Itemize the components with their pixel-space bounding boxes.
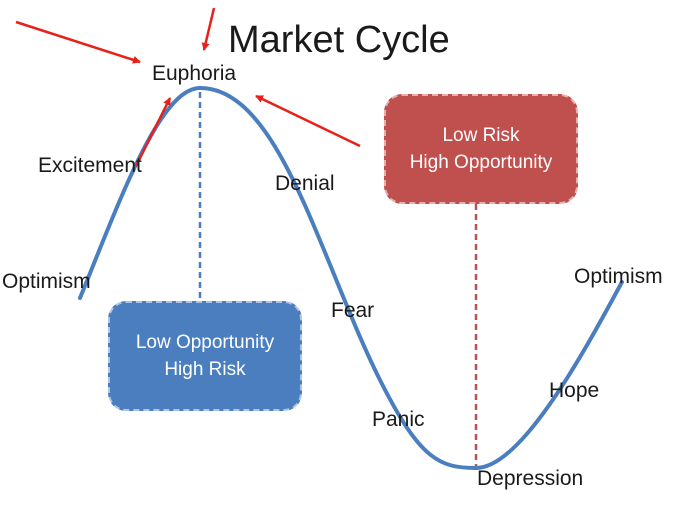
arrow-from-right [255,94,361,148]
stage-label-euphoria: Euphoria [152,62,237,85]
low-opportunity-box-line2: High Risk [164,359,246,380]
stage-label-panic: Panic [372,408,425,431]
stage-label-depression: Depression [477,467,584,490]
low-risk-high-opportunity-box: Low Risk High Opportunity [384,94,578,204]
arrow-from-top-left [15,20,141,64]
low-opportunity-high-risk-box: Low Opportunity High Risk [108,301,302,411]
arrow-from-top [201,7,216,51]
low-risk-box-line2: High Opportunity [409,152,553,173]
cycle-curve [78,85,624,471]
arrow-from-excitement [134,97,172,167]
stage-label-optimism-end: Optimism [574,265,663,288]
low-opportunity-box-line1: Low Opportunity [135,332,275,353]
stage-label-denial: Denial [275,172,335,195]
low-risk-box-line1: Low Risk [442,125,520,146]
stage-label-fear: Fear [331,299,375,322]
diagram-title: Market Cycle [228,19,450,61]
stage-label-excitement: Excitement [38,154,142,177]
stage-label-hope: Hope [549,379,600,402]
stage-label-optimism-start: Optimism [2,270,91,293]
